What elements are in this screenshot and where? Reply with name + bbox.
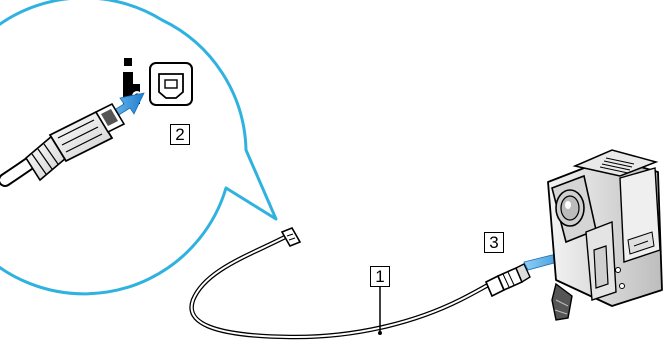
magnified-cable-plug [0, 102, 126, 187]
cable-plug-small-top [280, 226, 302, 248]
cable-plug-small-camcorder [484, 263, 531, 298]
callout-1-label: 1 [375, 267, 385, 286]
callout-2-label: 2 [175, 125, 185, 144]
callout-2: 2 [170, 124, 190, 145]
connection-cable [189, 234, 493, 340]
callout-1: 1 [370, 266, 390, 287]
callout-3: 3 [484, 232, 504, 253]
camcorder [547, 149, 663, 321]
ieee1394-port-icon [149, 62, 193, 106]
magnifier-callout [0, 0, 278, 296]
callout-3-label: 3 [489, 233, 499, 252]
